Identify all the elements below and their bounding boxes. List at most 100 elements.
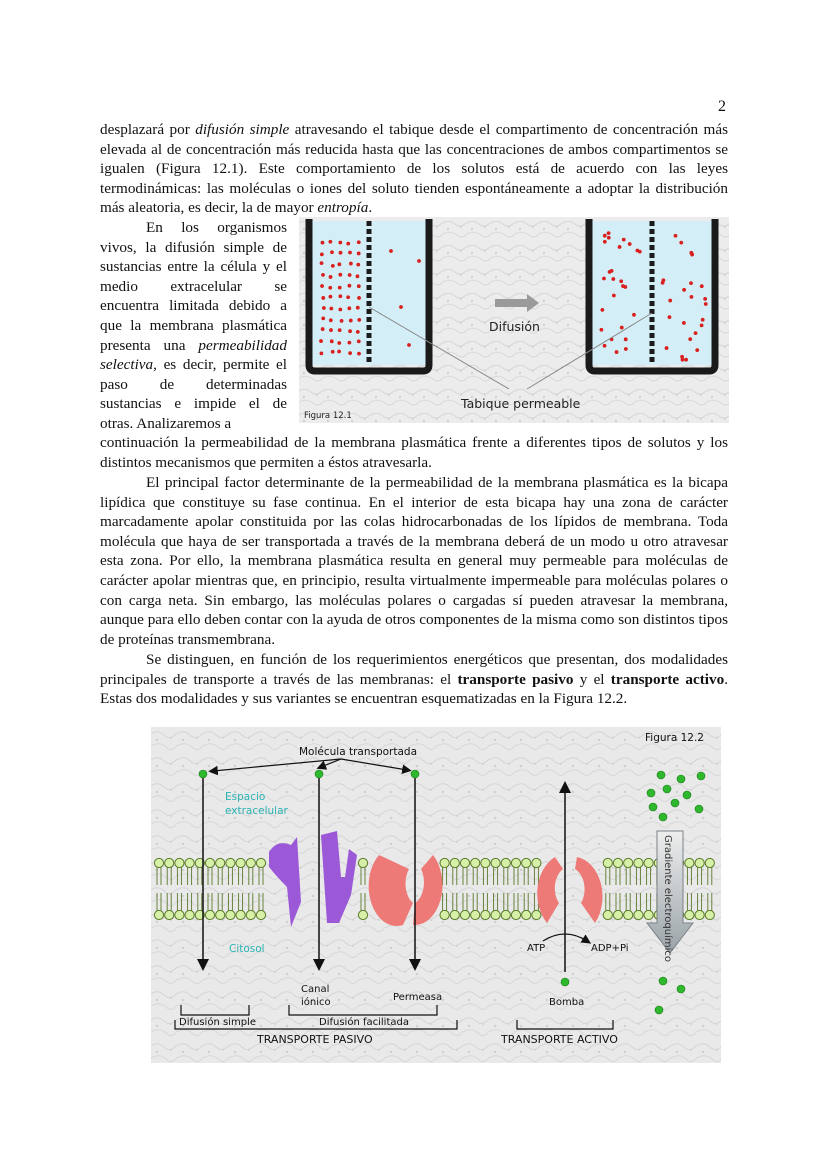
solute-dot — [680, 354, 684, 359]
solute-dot — [319, 261, 324, 266]
solute-dot — [632, 312, 636, 317]
paragraph-3: El principal factor determinante de la p… — [100, 474, 728, 648]
paragraph-2-continuation: continuación la permeabilidad de la memb… — [100, 434, 728, 471]
lipid-head — [602, 857, 613, 869]
lipid-head — [153, 857, 165, 869]
lipid-head — [531, 857, 542, 869]
lipid-head — [704, 909, 715, 921]
solute-dot — [339, 319, 344, 323]
solute-dot — [356, 284, 361, 289]
gradient-label: Gradiente electroquímico — [662, 835, 674, 962]
solute-dot — [602, 276, 606, 281]
solute-dot — [357, 351, 361, 356]
active-transport-label: TRANSPORTE ACTIVO — [500, 1033, 618, 1046]
lipid-head — [684, 909, 695, 921]
solute-dot — [389, 249, 393, 253]
pointer-line-right — [526, 312, 653, 390]
lipid-head — [357, 909, 369, 921]
solute-dot — [667, 315, 672, 320]
solute-dot — [689, 281, 693, 286]
solute-dot — [337, 328, 342, 333]
solute-dot — [328, 275, 333, 279]
passive-transport-label: TRANSPORTE PASIVO — [256, 1033, 373, 1046]
ion-channel-protein — [269, 831, 357, 927]
solute-dot — [703, 296, 708, 301]
lipid-head — [694, 857, 705, 869]
solute-dot — [328, 294, 333, 299]
solute-dot — [355, 274, 360, 279]
solute-dot — [328, 318, 333, 323]
facilitated-diffusion-bracket — [288, 1005, 438, 1016]
lipid-head — [500, 909, 511, 921]
solute-dot — [602, 239, 607, 244]
permease-protein — [368, 855, 443, 927]
solute-dot — [348, 351, 353, 355]
solute-dot — [338, 240, 343, 245]
figure-12-2: Molécula transportada Gradiente electroq… — [151, 727, 721, 1063]
solute-dot — [328, 285, 333, 290]
lipid-head — [684, 857, 695, 869]
solute-dot — [357, 296, 361, 300]
solute-dot — [664, 346, 669, 350]
solute-dot — [320, 327, 325, 331]
lipid-head — [623, 909, 634, 921]
lipid-head — [255, 909, 267, 921]
gradient-arrow-icon: Gradiente electroquímico — [645, 830, 695, 962]
channel-label-1: Canal — [301, 984, 329, 995]
atp-label: ATP — [527, 943, 545, 954]
lipid-head — [633, 909, 644, 921]
lipid-head — [357, 857, 369, 869]
solute-dot — [682, 287, 687, 292]
lipid-head — [204, 857, 216, 869]
lipid-head — [633, 857, 644, 869]
solute-dot — [695, 348, 700, 352]
lipid-head — [623, 857, 634, 869]
solute-dot — [607, 270, 612, 274]
solute-dots-right — [599, 231, 708, 362]
solute-dot — [619, 325, 624, 330]
lipid-head — [235, 857, 246, 869]
lipid-head — [612, 857, 624, 869]
permease-label: Permeasa — [393, 992, 442, 1003]
lipid-head — [480, 909, 491, 921]
solute-dot — [348, 261, 353, 266]
lipid-head — [470, 857, 481, 869]
solute-dot — [337, 285, 342, 290]
solute-dot — [320, 240, 325, 245]
solute-dot — [338, 294, 343, 299]
lipid-head — [245, 857, 256, 869]
diffusion-arrow-icon — [495, 294, 539, 312]
lipid-head — [704, 857, 715, 869]
solute-dot — [321, 316, 326, 321]
atp-hydrolysis-arrow — [542, 933, 592, 944]
solute-dot — [660, 280, 665, 285]
solute-dot — [399, 305, 403, 309]
lipid-head — [510, 909, 522, 921]
solute-dot — [407, 343, 411, 347]
solute-dot — [329, 328, 333, 332]
solute-dot — [348, 250, 352, 255]
lipid-head — [235, 909, 246, 921]
channel-label-2: iónico — [301, 996, 331, 1008]
simple-diffusion-label: Difusión simple — [179, 1016, 256, 1028]
container-initial — [305, 219, 433, 375]
lipid-head — [490, 857, 501, 869]
solute-dot — [699, 284, 704, 289]
lipid-head — [184, 857, 195, 869]
lipid-head — [174, 857, 185, 869]
solute-dot — [319, 339, 323, 343]
solute-dot — [699, 323, 704, 328]
solute-dot — [617, 245, 622, 249]
lipid-head — [194, 857, 205, 869]
pointer-line-left — [368, 306, 510, 390]
solute-dot — [356, 251, 361, 256]
solute-dot — [356, 240, 361, 245]
solute-dot — [346, 295, 351, 300]
lipid-head — [643, 857, 654, 869]
lipid-head — [449, 857, 460, 869]
lipid-head — [174, 909, 185, 921]
solute-dot — [347, 273, 352, 277]
lipid-head — [194, 909, 205, 921]
solute-dot — [602, 343, 607, 348]
lipid-head — [510, 857, 522, 869]
